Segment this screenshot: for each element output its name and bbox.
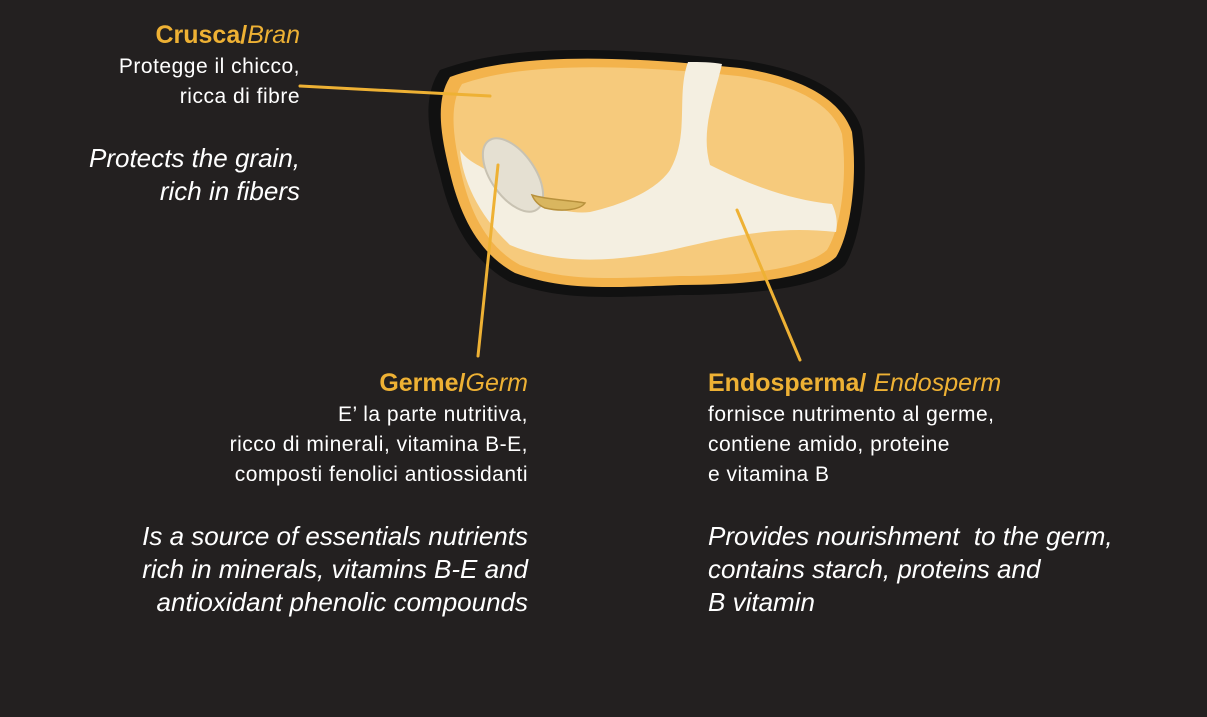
endosperm-desc-en: Provides nourishment to the germ, contai… — [708, 520, 1203, 619]
bran-desc-it: Protegge il chicco, ricca di fibre — [0, 52, 300, 112]
endosperm-label-block: Endosperma/ Endosperm fornisce nutriment… — [708, 368, 1203, 619]
germ-desc-en: Is a source of essentials nutrients rich… — [40, 520, 528, 619]
bran-title-en: Bran — [247, 21, 300, 49]
germ-title-en: Germ — [466, 369, 529, 397]
germ-desc-it: E’ la parte nutritiva, ricco di minerali… — [40, 400, 528, 490]
endosperm-title-it: Endosperma/ — [708, 369, 866, 397]
bran-title: Crusca/Bran — [0, 20, 300, 50]
germ-desc-en-line: antioxidant phenolic compounds — [40, 586, 528, 619]
germ-label-block: Germe/Germ E’ la parte nutritiva, ricco … — [40, 368, 528, 619]
bran-title-it: Crusca/ — [155, 21, 247, 49]
germ-desc-it-line: ricco di minerali, vitamina B-E, — [40, 430, 528, 460]
bran-desc-it-line: ricca di fibre — [0, 82, 300, 112]
endosperm-title-en: Endosperm — [873, 369, 1001, 397]
germ-desc-en-line: rich in minerals, vitamins B-E and — [40, 553, 528, 586]
endosperm-desc-it-line: contiene amido, proteine — [708, 430, 1203, 460]
endosperm-desc-it-line: fornisce nutrimento al germe, — [708, 400, 1203, 430]
endosperm-desc-en-line: B vitamin — [708, 586, 1203, 619]
endosperm-desc-en-line: Provides nourishment to the germ, — [708, 520, 1203, 553]
endosperm-title: Endosperma/ Endosperm — [708, 368, 1203, 398]
endosperm-desc-en-line: contains starch, proteins and — [708, 553, 1203, 586]
endosperm-desc-it-line: e vitamina B — [708, 460, 1203, 490]
germ-title: Germe/Germ — [40, 368, 528, 398]
bran-desc-en-line: Protects the grain, — [0, 142, 300, 175]
bran-desc-en-line: rich in fibers — [0, 175, 300, 208]
bran-desc-en: Protects the grain, rich in fibers — [0, 142, 300, 208]
germ-desc-it-line: composti fenolici antiossidanti — [40, 460, 528, 490]
germ-desc-it-line: E’ la parte nutritiva, — [40, 400, 528, 430]
endosperm-desc-it: fornisce nutrimento al germe, contiene a… — [708, 400, 1203, 490]
bran-label-block: Crusca/Bran Protegge il chicco, ricca di… — [0, 20, 300, 208]
bran-desc-it-line: Protegge il chicco, — [0, 52, 300, 82]
germ-desc-en-line: Is a source of essentials nutrients — [40, 520, 528, 553]
germ-title-it: Germe/ — [379, 369, 465, 397]
